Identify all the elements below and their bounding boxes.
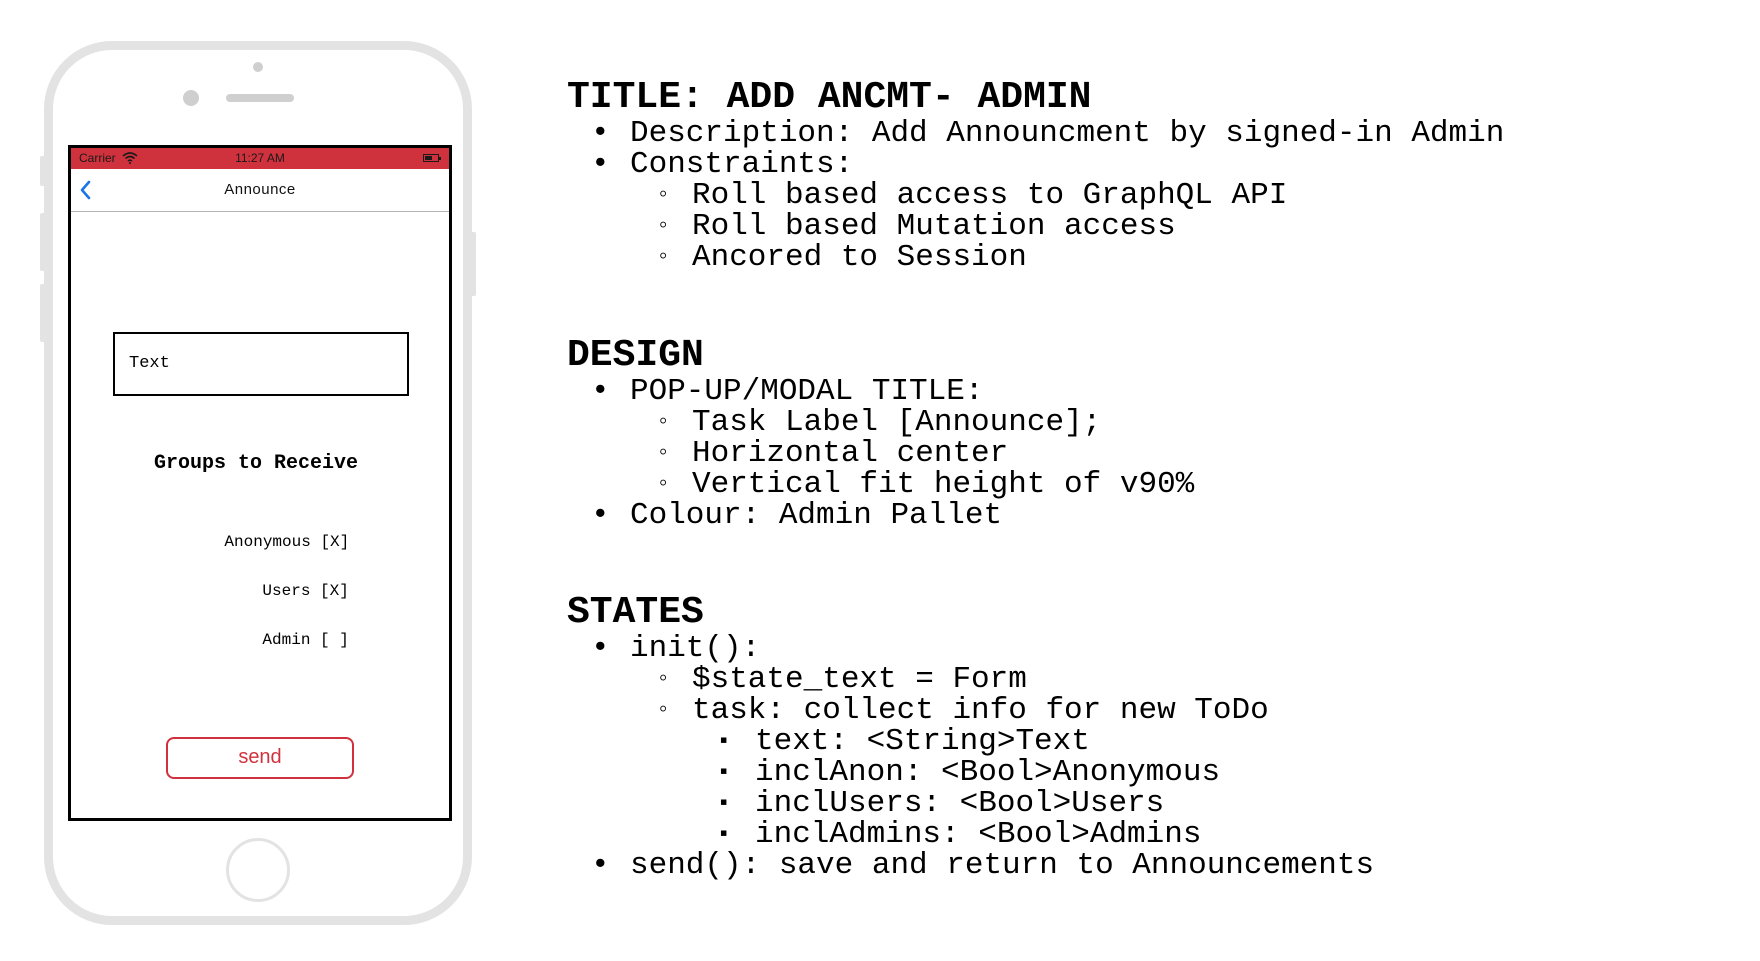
option-users-label: Users: [262, 582, 311, 600]
option-admin[interactable]: Admin [ ]: [224, 613, 349, 667]
announcement-text-field[interactable]: Text: [113, 332, 409, 396]
task-item: text: <String>Text: [717, 726, 1090, 757]
nav-bar: Announce: [71, 169, 449, 212]
home-button[interactable]: [226, 838, 290, 902]
task-item: inclAnon: <Bool>Anonymous: [717, 757, 1220, 788]
groups-heading: Groups to Receive: [153, 452, 359, 475]
option-admin-checkbox[interactable]: [ ]: [320, 631, 349, 649]
nav-title: Announce: [224, 181, 296, 198]
option-users[interactable]: Users [X]: [224, 564, 349, 618]
wifi-icon: [122, 152, 138, 164]
back-chevron-icon[interactable]: [75, 177, 97, 203]
phone-side-button: [40, 156, 46, 186]
modal-title-item: Task Label [Announce];: [656, 407, 1101, 438]
spec-title: TITLE: ADD ANCMT- ADMIN: [567, 76, 1092, 119]
send-button[interactable]: send: [166, 737, 354, 779]
carrier-label: Carrier: [79, 151, 116, 165]
option-admin-label: Admin: [262, 631, 311, 649]
option-anonymous-checkbox[interactable]: [X]: [320, 533, 350, 551]
task-item: inclUsers: <Bool>Users: [717, 788, 1164, 819]
phone-screen: Carrier 11:27 AM Announce Text Groups to…: [68, 145, 452, 821]
phone-power-button: [470, 232, 476, 296]
option-anonymous[interactable]: Anonymous [X]: [186, 515, 349, 569]
modal-title-item: Horizontal center: [656, 438, 1008, 469]
state-send: send(): save and return to Announcements: [591, 850, 1374, 881]
status-bar: Carrier 11:27 AM: [71, 148, 449, 169]
constraint-item: Roll based Mutation access: [656, 211, 1176, 242]
spec-constraints-label: Constraints:: [591, 149, 853, 180]
status-time: 11:27 AM: [235, 151, 285, 165]
task-item: inclAdmins: <Bool>Admins: [717, 819, 1202, 850]
design-heading: DESIGN: [567, 334, 704, 377]
phone-sensor: [253, 62, 263, 72]
phone-volume-up-button: [40, 213, 46, 271]
phone-camera: [183, 90, 199, 106]
design-item-colour: Colour: Admin Pallet: [591, 500, 1002, 531]
battery-icon: [423, 154, 441, 162]
phone-speaker: [226, 94, 294, 102]
init-item: $state_text = Form: [656, 664, 1027, 695]
constraint-item: Roll based access to GraphQL API: [656, 180, 1287, 211]
option-users-checkbox[interactable]: [X]: [320, 582, 349, 600]
spec-description: Description: Add Announcment by signed-i…: [591, 118, 1504, 149]
state-init: init():: [591, 633, 760, 664]
states-heading: STATES: [567, 591, 704, 634]
phone-volume-down-button: [40, 284, 46, 342]
design-item-modal-title: POP-UP/MODAL TITLE:: [591, 376, 984, 407]
constraint-item: Ancored to Session: [656, 242, 1027, 273]
option-anonymous-label: Anonymous: [224, 533, 311, 551]
init-item: task: collect info for new ToDo: [656, 695, 1269, 726]
carrier-indicator: Carrier: [79, 151, 138, 165]
modal-title-item: Vertical fit height of v90%: [656, 469, 1194, 500]
